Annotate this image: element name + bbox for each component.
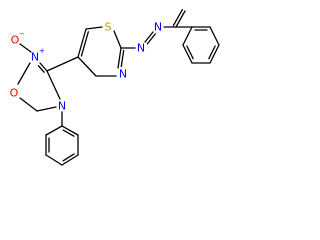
atom-o-minus: O [11,34,20,47]
bond-o-ring-ch2 [19,97,38,112]
bond-c4-c5-inner [80,31,89,57]
bond-phenyl-right-inner-2 [186,45,194,60]
bond-phenyl-right-inner-1 [208,45,216,60]
bond-n-oxide-o-minus [19,43,32,53]
atom-s-thiazole: S [105,21,112,34]
bond-n-c4b [77,56,97,77]
bond-c-vinyl-ch2-inner [172,8,184,27]
bond-c3-n-oxide-inner [37,65,45,73]
charge-plus: + [39,47,45,55]
atom-n-azo-1: N [137,42,145,55]
atom-n-thiazole: N [119,68,127,81]
bond-n-azo-1-n-azo-2 [144,31,154,43]
bond-phenyl-lower-5 [45,125,63,136]
bond-phenyl-lower-2 [61,154,79,166]
bond-phenyl-lower-inner-0 [62,129,75,137]
atom-n-azo-2: N [154,21,162,34]
charge-minus: − [19,30,25,38]
bonds-layer [17,8,220,166]
atom-o-ring: O [10,87,19,100]
bond-n-azo-1-n-azo-2-inner [146,33,156,45]
bond-n-oxide-o-ring [17,62,31,85]
bond-phenyl-lower-inner-1 [62,153,75,162]
bond-c2-n-inner [120,49,125,68]
atom-n-oxide: N [31,51,39,64]
bond-n-ring-c3 [46,70,61,100]
bond-phenyl-right-2 [209,44,220,64]
bond-c-vinyl-ch2 [175,10,186,28]
bond-phenyl-right-1 [209,26,220,46]
bond-s-c2 [113,30,122,49]
bond-c4-c5 [77,28,87,58]
bond-phenyl-lower-3 [45,154,63,166]
bond-c3-thiazole-c4 [46,56,79,72]
bond-phenyl-lower-0 [61,125,79,136]
atom-labels-layer: N + O − O N S N N N [10,21,162,113]
bond-phenyl-right-4 [182,44,193,64]
atom-n-ring: N [58,100,66,113]
bond-c2-n [117,47,122,69]
bond-c3-n-oxide [39,62,48,72]
molecule-drawing: N + O − O N S N N N [10,8,220,166]
bond-c5-s [85,26,103,30]
bond-phenyl-right-5 [182,26,193,46]
bond-ch2-n-ring [36,106,57,112]
chemical-structure: N + O − O N S N N N [10,8,220,166]
